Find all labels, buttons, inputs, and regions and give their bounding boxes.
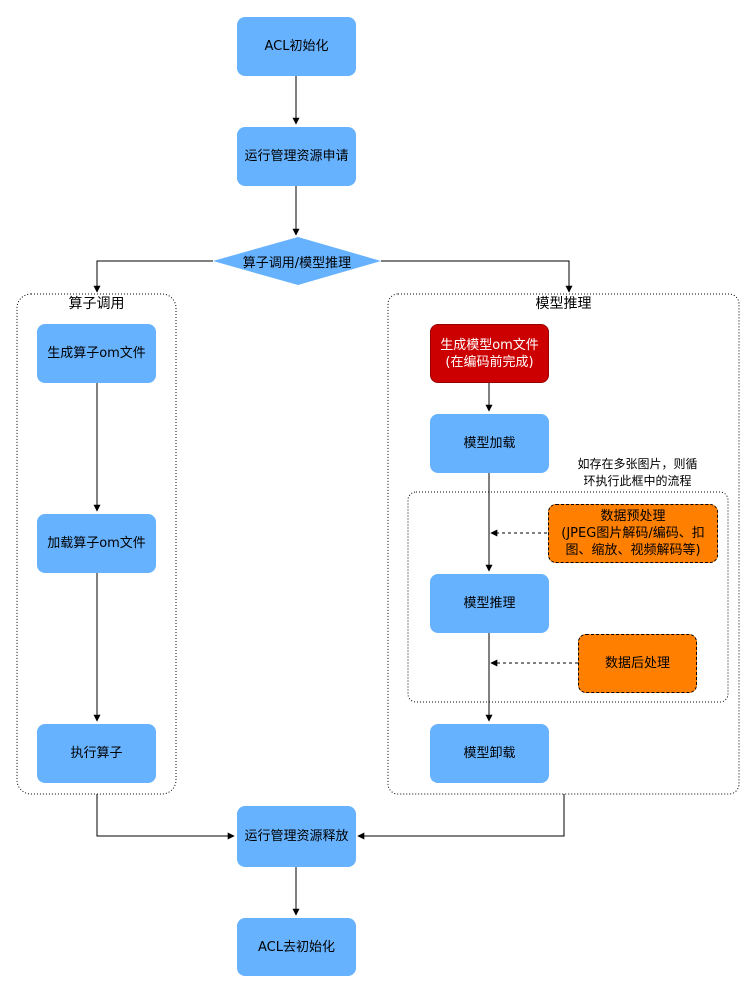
decision-diamond xyxy=(213,237,381,285)
model-inference-node: 模型推理 xyxy=(430,574,549,633)
loop-frame xyxy=(407,491,729,703)
runtime-release-node: 运行管理资源释放 xyxy=(237,806,356,867)
edge-decision-operator xyxy=(93,260,213,293)
model-load-node: 模型加载 xyxy=(430,414,549,473)
operator-execute-node: 执行算子 xyxy=(37,724,156,783)
edge-model-release xyxy=(357,794,565,840)
runtime-apply-node: 运行管理资源申请 xyxy=(237,127,356,186)
model-group-title: 模型推理 xyxy=(535,296,592,312)
operator-group-frame xyxy=(16,293,177,795)
operator-generate-node: 生成算子om文件 xyxy=(37,324,156,383)
operator-group-title: 算子调用 xyxy=(68,296,125,312)
acl-deinit-node: ACL去初始化 xyxy=(237,918,356,976)
decision-label: 算子调用/模型推理 xyxy=(242,255,352,271)
postprocess-node: 数据后处理 xyxy=(578,634,697,693)
model-group-frame xyxy=(387,293,740,795)
preprocess-node: 数据预处理 (JPEG图片解码/编码、扣 图、缩放、视频解码等) xyxy=(548,504,718,563)
acl-init-node: ACL初始化 xyxy=(237,17,356,76)
model-generate-node: 生成模型om文件 (在编码前完成) xyxy=(430,324,549,383)
model-unload-node: 模型卸载 xyxy=(430,724,549,783)
loop-note: 如存在多张图片，则循 环执行此框中的流程 xyxy=(577,457,698,488)
operator-load-node: 加载算子om文件 xyxy=(37,514,156,573)
edge-operator-release xyxy=(96,794,235,840)
edge-decision-model xyxy=(381,260,573,293)
